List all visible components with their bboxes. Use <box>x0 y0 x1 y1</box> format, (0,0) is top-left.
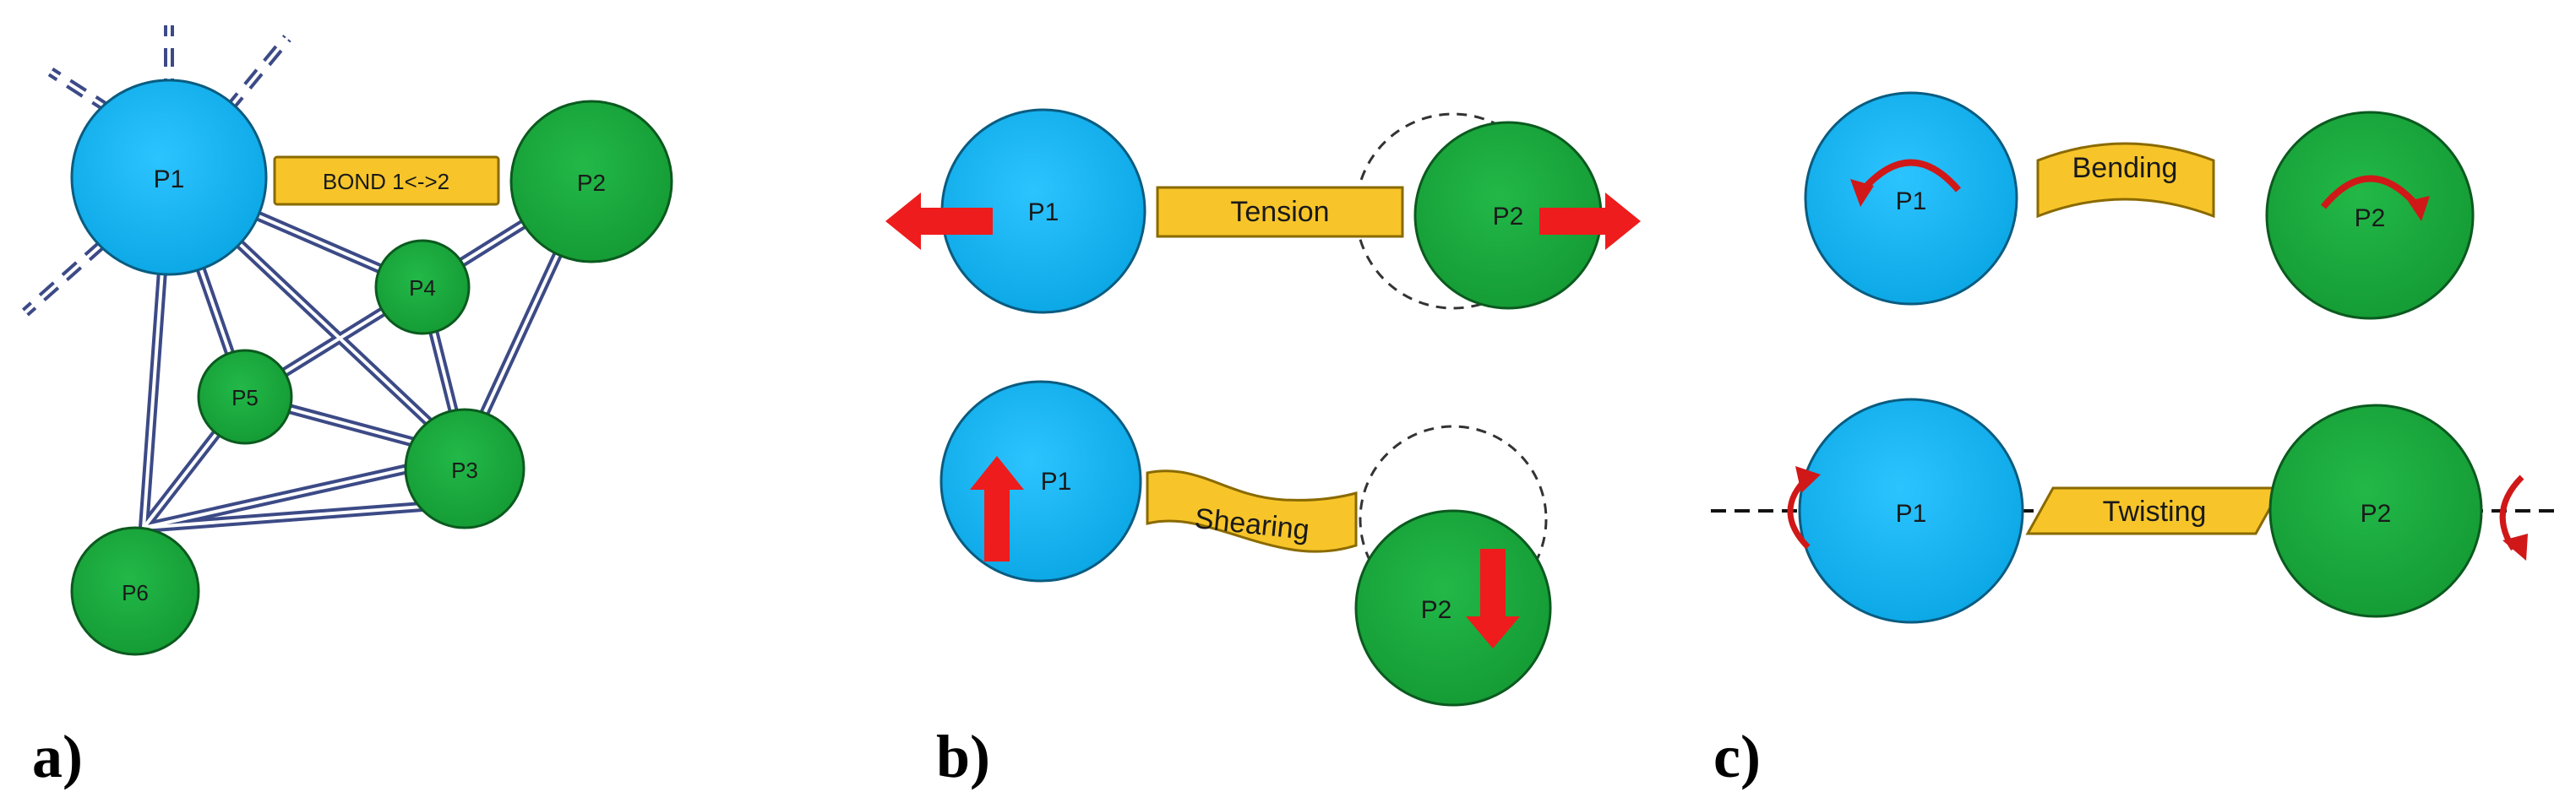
panel-c-label: c) <box>1713 723 1761 790</box>
twisting-torque-arrowhead-right <box>2502 534 2528 561</box>
twisting-torque-arrowhead-left <box>1795 466 1821 493</box>
particle-p6 <box>70 526 200 656</box>
tension-case: Tension P1 P2 <box>885 108 1641 314</box>
particle-p5-label: P5 <box>231 385 259 410</box>
tension-p1-label: P1 <box>1028 198 1059 226</box>
twisting-p2-label: P2 <box>2361 500 2392 528</box>
panel-a-label: a) <box>32 723 83 790</box>
bending-p2 <box>2265 111 2475 320</box>
particle-p2-label: P2 <box>577 170 606 196</box>
bending-p1 <box>1804 91 2018 306</box>
twisting-p2 <box>2268 404 2483 618</box>
shearing-p2-label: P2 <box>1421 596 1452 624</box>
particle-p4 <box>374 239 471 335</box>
shearing-p1-label: P1 <box>1041 468 1072 496</box>
particle-p2 <box>509 100 673 263</box>
shearing-force-arrow-down <box>1466 549 1520 648</box>
bond-label-text: BOND 1<->2 <box>323 169 449 194</box>
particle-p3-label: P3 <box>451 458 478 483</box>
bending-moment-arrowhead-p1 <box>1850 179 1874 207</box>
shearing-bond <box>1146 469 1358 553</box>
shearing-p2 <box>1354 509 1552 707</box>
tension-bond <box>1156 186 1404 238</box>
bending-bond-label: Bending <box>2072 152 2178 184</box>
bending-moment-arrowhead-p2 <box>2408 196 2430 221</box>
panel-c: Bending P1 P2 Twisting P1 P2 c) <box>1711 91 2560 790</box>
bending-case: Bending P1 P2 <box>1804 91 2475 320</box>
tension-force-arrow-left <box>885 193 993 250</box>
bending-moment-arrow-p2 <box>2320 175 2421 209</box>
twisting-case: Twisting P1 P2 <box>1711 398 2560 624</box>
panel-b-label: b) <box>936 723 990 790</box>
panel-b: Tension P1 P2 Shearing P1 P2 b) <box>885 108 1641 790</box>
panel-a: P1 P2 P4 P5 P3 P6 BOND 1<->2 a) <box>22 25 673 790</box>
twisting-p1 <box>1798 398 2024 624</box>
particle-p1-label: P1 <box>154 165 185 193</box>
twisting-bond <box>2025 486 2284 535</box>
tension-p2-label: P2 <box>1493 203 1524 231</box>
bending-p2-label: P2 <box>2355 204 2386 232</box>
tension-force-arrow-right <box>1539 193 1641 250</box>
twisting-p1-label: P1 <box>1896 500 1927 528</box>
twisting-bond-label: Twisting <box>2103 496 2207 528</box>
particle-p3 <box>404 408 526 529</box>
particle-p5 <box>197 349 293 445</box>
tension-bond-label: Tension <box>1230 196 1329 228</box>
particle-p6-label: P6 <box>122 580 149 605</box>
bending-p1-label: P1 <box>1896 187 1927 215</box>
bond-label-box <box>273 155 500 206</box>
shearing-force-arrow-up <box>970 456 1024 562</box>
particle-p4-label: P4 <box>409 275 436 301</box>
bending-bond <box>2036 142 2215 219</box>
bending-moment-arrow-p1 <box>1860 159 1962 193</box>
particle-p1 <box>70 79 268 276</box>
shearing-case: Shearing P1 P2 <box>939 380 1552 707</box>
